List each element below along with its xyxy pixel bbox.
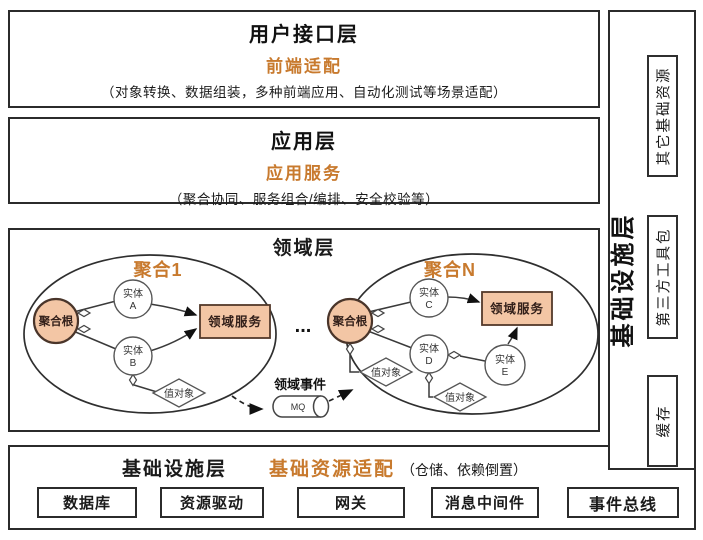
entity-e-to-service-arrow bbox=[507, 326, 518, 345]
domain-service-box-left bbox=[199, 304, 271, 339]
entity-a-circle bbox=[113, 279, 153, 319]
infrastructure-layer: 基础设施层 基础资源适配 （仓储、依赖倒置） 数据库 资源驱动 网关 消息中间件… bbox=[8, 445, 696, 530]
aggregateN-root-circle bbox=[326, 297, 374, 345]
root-to-entity-a-line bbox=[65, 300, 117, 315]
app-layer-caption: （聚合协同、服务组合/编排、安全校验等） bbox=[168, 192, 440, 207]
infra-box-gateway: 网关 bbox=[297, 487, 405, 518]
infra-box-database: 数据库 bbox=[37, 487, 137, 518]
sidebar-box-third-party-toolkit-label: 第三方工具包 bbox=[656, 227, 672, 327]
aggregation-diamond-icon bbox=[76, 308, 92, 318]
entity-e-letter: E bbox=[502, 367, 509, 378]
aggregateN-label: 聚合N bbox=[423, 259, 476, 280]
mq-cylinder-rim bbox=[312, 395, 330, 418]
aggregate1-ellipse bbox=[23, 254, 277, 414]
infra-layer-caption: （仓储、依赖倒置） bbox=[401, 462, 528, 478]
entity-a-to-service-arrow bbox=[149, 303, 198, 317]
ui-layer-subtitle: 前端适配 bbox=[266, 57, 342, 76]
value-object-diamond-root bbox=[358, 357, 414, 387]
sidebar-box-third-party-toolkit: 第三方工具包 bbox=[647, 215, 678, 339]
value-object-label-root: 值对象 bbox=[371, 366, 401, 379]
aggregateN-ellipse bbox=[345, 253, 598, 415]
composition-diamond-icon bbox=[345, 342, 355, 356]
entity-a-letter: A bbox=[130, 301, 137, 312]
domain-event-label: 领域事件 bbox=[274, 377, 326, 392]
infrastructure-heading: 基础设施层 基础资源适配 （仓储、依赖倒置） bbox=[10, 454, 694, 481]
app-layer-title: 应用层 bbox=[271, 131, 337, 153]
entity-e-circle bbox=[484, 344, 526, 386]
composition-diamond-icon bbox=[446, 350, 462, 360]
entity-e-word: 实体 bbox=[495, 353, 515, 366]
domain-service-box-right bbox=[481, 291, 553, 326]
entity-b-circle bbox=[113, 336, 153, 376]
sidebar-box-other-resources-label: 其它基础资源 bbox=[656, 66, 672, 166]
value-object-diamond-left bbox=[151, 378, 207, 408]
domain-layer-title: 领域层 bbox=[272, 238, 336, 259]
infrastructure-sidebar: 基础设施层 其它基础资源 第三方工具包 缓存 bbox=[608, 10, 696, 470]
entity-c-word: 实体 bbox=[419, 286, 439, 299]
value-object-label-left: 值对象 bbox=[164, 387, 194, 400]
aggregate1-to-mq-dashed-arrow bbox=[231, 395, 264, 415]
infra-layer-title: 基础设施层 bbox=[121, 459, 227, 480]
entity-d-letter: D bbox=[425, 356, 432, 367]
root-to-entity-b-line bbox=[65, 327, 117, 350]
sidebar-box-other-resources: 其它基础资源 bbox=[647, 55, 678, 177]
aggregate1-label: 聚合1 bbox=[132, 259, 182, 280]
ellipsis-between-aggregates: ... bbox=[295, 315, 312, 337]
sidebar-box-cache-label: 缓存 bbox=[656, 404, 672, 438]
entity-d-to-value-object-line bbox=[428, 383, 433, 398]
application-layer: 应用层 应用服务 （聚合协同、服务组合/编排、安全校验等） bbox=[8, 117, 600, 207]
entity-d-word: 实体 bbox=[419, 342, 439, 355]
infra-layer-subtitle: 基础资源适配 bbox=[269, 459, 396, 480]
domain-diagram-svg: 聚合1 聚合根 实体 A 实体 B 领域服务 值对象 ... 领域事件 bbox=[23, 253, 598, 418]
domain-service-label-left: 领域服务 bbox=[208, 314, 262, 329]
value-object-diamond-d bbox=[432, 382, 488, 412]
root-to-value-object-line bbox=[349, 354, 359, 373]
mq-label: MQ bbox=[291, 402, 306, 412]
user-interface-layer: 用户接口层 前端适配 （对象转换、数据组装，多种前端应用、自动化测试等场景适配） bbox=[8, 10, 600, 108]
entity-c-to-service-arrow bbox=[446, 293, 481, 304]
entity-c-letter: C bbox=[425, 300, 432, 311]
mq-to-aggregateN-dashed-arrow bbox=[328, 389, 354, 402]
infra-box-resource-driver: 资源驱动 bbox=[160, 487, 264, 518]
domain-layer: 领域层 聚合1 聚合根 实体 A 实体 bbox=[8, 228, 600, 432]
sidebar-box-cache: 缓存 bbox=[647, 375, 678, 467]
aggregate1-root-circle bbox=[32, 297, 80, 345]
entity-e-to-entity-d-line bbox=[459, 355, 486, 362]
domain-service-label-right: 领域服务 bbox=[490, 301, 544, 316]
root-to-entity-d-line bbox=[359, 327, 413, 349]
entity-a-word: 实体 bbox=[123, 287, 143, 300]
value-object-label-d: 值对象 bbox=[445, 391, 475, 404]
entity-b-to-service-arrow bbox=[149, 328, 198, 352]
mq-cylinder bbox=[272, 395, 321, 418]
app-layer-subtitle: 应用服务 bbox=[266, 164, 342, 183]
entity-b-to-value-object-line bbox=[133, 384, 158, 393]
aggregation-diamond-icon bbox=[370, 308, 386, 318]
ui-layer-title: 用户接口层 bbox=[249, 24, 359, 46]
aggregateN-root-label: 聚合根 bbox=[332, 314, 368, 328]
entity-c-circle bbox=[409, 278, 449, 318]
ui-layer-caption: （对象转换、数据组装，多种前端应用、自动化测试等场景适配） bbox=[101, 85, 507, 100]
composition-diamond-icon bbox=[424, 371, 434, 385]
entity-d-circle bbox=[409, 334, 449, 374]
aggregation-diamond-icon bbox=[76, 324, 92, 334]
entity-b-letter: B bbox=[130, 358, 137, 369]
entity-b-word: 实体 bbox=[123, 344, 143, 357]
infra-box-message-middleware: 消息中间件 bbox=[431, 487, 539, 518]
composition-diamond-icon bbox=[128, 373, 138, 387]
aggregation-diamond-icon bbox=[370, 324, 386, 334]
infra-box-event-bus: 事件总线 bbox=[567, 487, 679, 518]
sidebar-title-vertical: 基础设施层 bbox=[610, 212, 637, 348]
root-to-entity-c-line bbox=[359, 301, 412, 315]
aggregate1-root-label: 聚合根 bbox=[38, 314, 74, 328]
